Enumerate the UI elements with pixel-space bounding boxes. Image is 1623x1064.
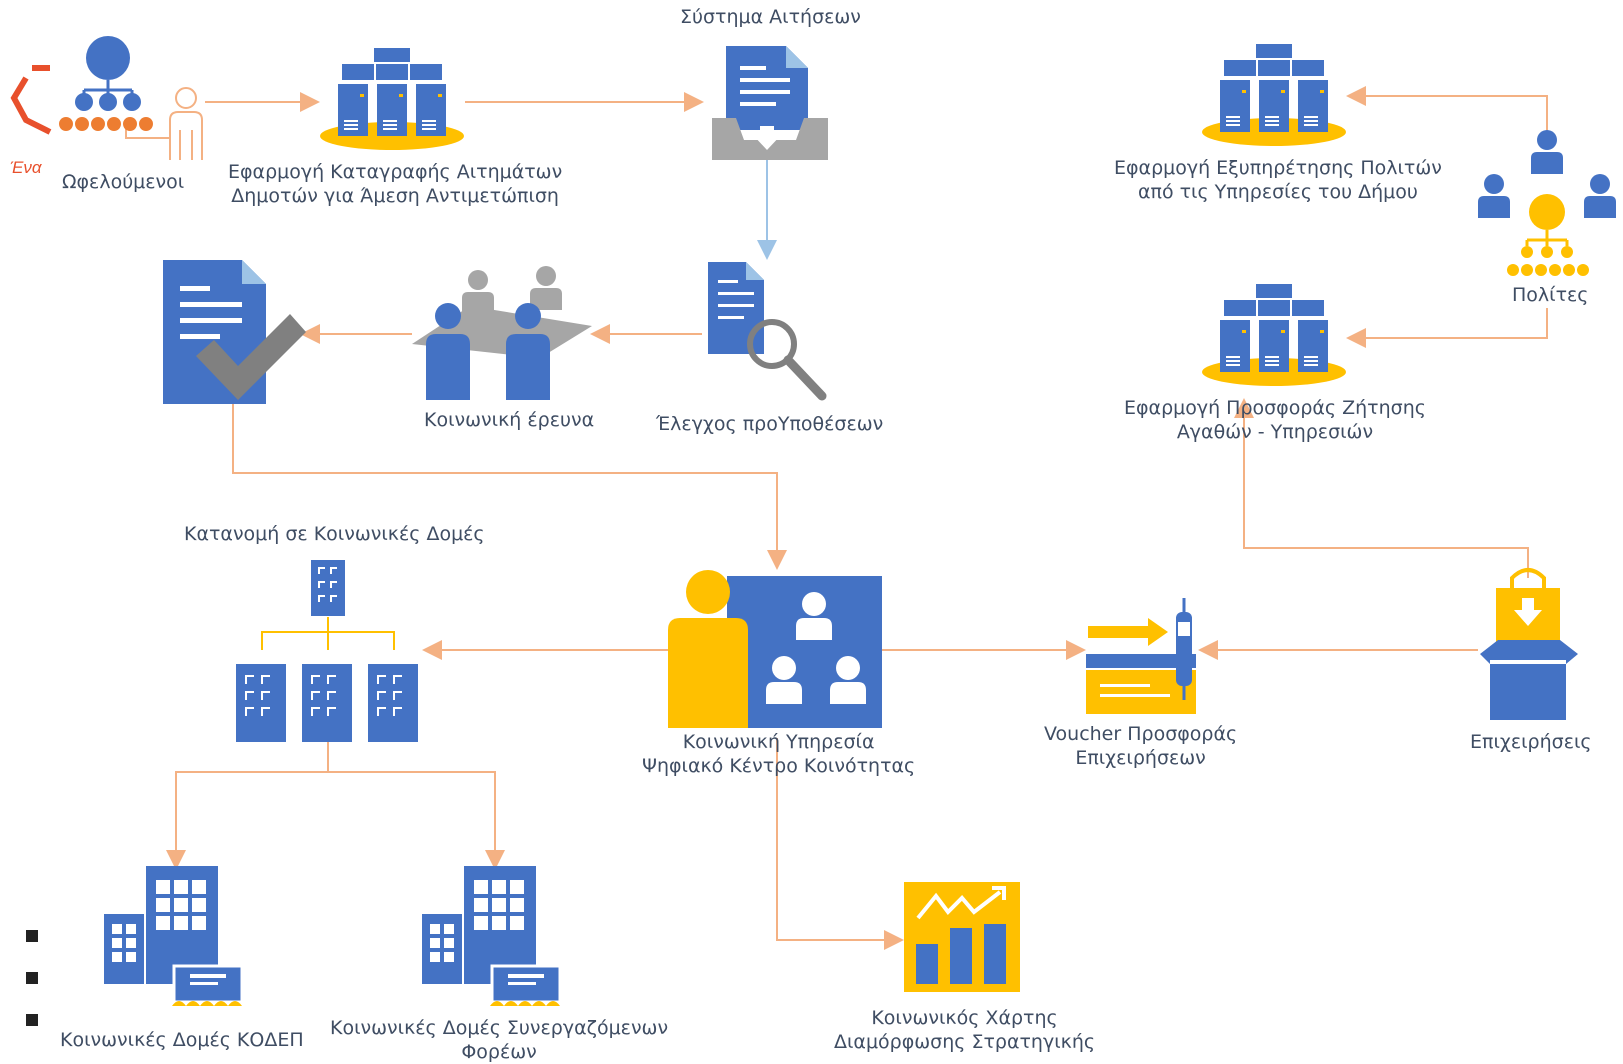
community-center-icon [668, 570, 882, 728]
voucher-label-line2: Επιχειρήσεων [1075, 747, 1206, 769]
bullet-marker [26, 1014, 38, 1026]
citizen-service-app-label-line1: Εφαρμογή Εξυπηρέτησης Πολιτών [1114, 157, 1442, 179]
arrow-service-to-social-map [776, 738, 904, 950]
businesses-label: Επιχειρήσεις [1470, 731, 1592, 753]
supply-demand-app-label-line2: Αγαθών - Υπηρεσιών [1176, 421, 1374, 443]
request-app-label-line2: Δημοτών για Άμεση Αντιμετώπιση [231, 185, 559, 207]
chart-trend-icon [904, 882, 1020, 992]
request-app-label: Εφαρμογή Καταγραφής Αιτημάτων Δημοτών γι… [228, 160, 562, 208]
arrow-approval-to-service [232, 404, 787, 570]
voucher-icon [1086, 598, 1196, 714]
org-people-icon [59, 36, 203, 160]
voucher-label-line1: Voucher Προσφοράς [1044, 723, 1238, 745]
arrow-citizens-to-service-app [1346, 86, 1548, 145]
social-service-label-line1: Κοινωνική Υπηρεσία [682, 731, 875, 753]
citizens-group-icon [1478, 130, 1616, 276]
bullet-marker [26, 930, 38, 942]
arrow-allocation-to-partners [328, 771, 505, 870]
allocation-tower-frames [236, 664, 418, 742]
supply-demand-app-label: Εφαρμογή Προσφοράς Ζήτησης Αγαθών - Υπηρ… [1124, 396, 1426, 444]
allocation-tree-top [261, 617, 395, 650]
social-map-label-line1: Κοινωνικός Χάρτης [871, 1007, 1058, 1029]
arrow-citizens-to-supply-app [1346, 308, 1548, 348]
voucher-label: Voucher Προσφοράς Επιχειρήσεων [1044, 722, 1237, 770]
citizen-service-app-label-line2: από τις Υπηρεσίες του Δήμου [1137, 181, 1418, 203]
server-stack-icon [1202, 284, 1346, 386]
partner-structures-label: Κοινωνικές Δομές Συνεργαζόμενων Φορέων [330, 1016, 668, 1064]
document-check-icon [163, 260, 306, 404]
connectors [125, 86, 1548, 950]
meeting-icon [412, 266, 592, 400]
social-research-label: Κοινωνική έρευνα [424, 409, 595, 431]
logo-text: Ένα [10, 158, 42, 177]
partner-structures-label-line1: Κοινωνικές Δομές Συνεργαζόμενων [330, 1017, 669, 1039]
document-search-icon [708, 262, 827, 401]
application-system-label: Σύστημα Αιτήσεων [680, 6, 861, 28]
supply-demand-app-label-line1: Εφαρμογή Προσφοράς Ζήτησης [1124, 397, 1426, 419]
beneficiaries-label: Ωφελούμενοι [62, 171, 185, 193]
allocation-label: Κατανομή σε Κοινωνικές Δομές [184, 523, 485, 545]
citizens-label: Πολίτες [1512, 284, 1589, 306]
building-icon [420, 864, 562, 1008]
document-inbox-icon [712, 46, 828, 160]
social-map-label-line2: Διαμόρφωσης Στρατηγικής [834, 1031, 1096, 1053]
brand-logo-icon [10, 65, 52, 135]
bullet-marker [26, 972, 38, 984]
kodep-label: Κοινωνικές Δομές ΚΟΔΕΠ [60, 1029, 304, 1051]
server-stack-icon [1202, 44, 1346, 146]
business-box-icon [1480, 568, 1578, 720]
citizen-service-app-label: Εφαρμογή Εξυπηρέτησης Πολιτών από τις Υπ… [1114, 156, 1442, 204]
building-icon [102, 864, 244, 1008]
social-service-label: Κοινωνική Υπηρεσία Ψηφιακό Κέντρο Κοινότ… [642, 730, 915, 778]
partner-structures-label-line2: Φορέων [461, 1041, 537, 1063]
prerequisites-check-label: Έλεγχος προΥποθέσεων [656, 413, 884, 435]
server-stack-icon [320, 48, 464, 150]
request-app-label-line1: Εφαρμογή Καταγραφής Αιτημάτων [228, 161, 563, 183]
social-map-label: Κοινωνικός Χάρτης Διαμόρφωσης Στρατηγική… [834, 1006, 1095, 1054]
arrow-allocation-to-kodep [166, 742, 329, 870]
arrow-businesses-to-supply-app [1234, 398, 1529, 578]
social-service-label-line2: Ψηφιακό Κέντρο Κοινότητας [642, 755, 916, 777]
